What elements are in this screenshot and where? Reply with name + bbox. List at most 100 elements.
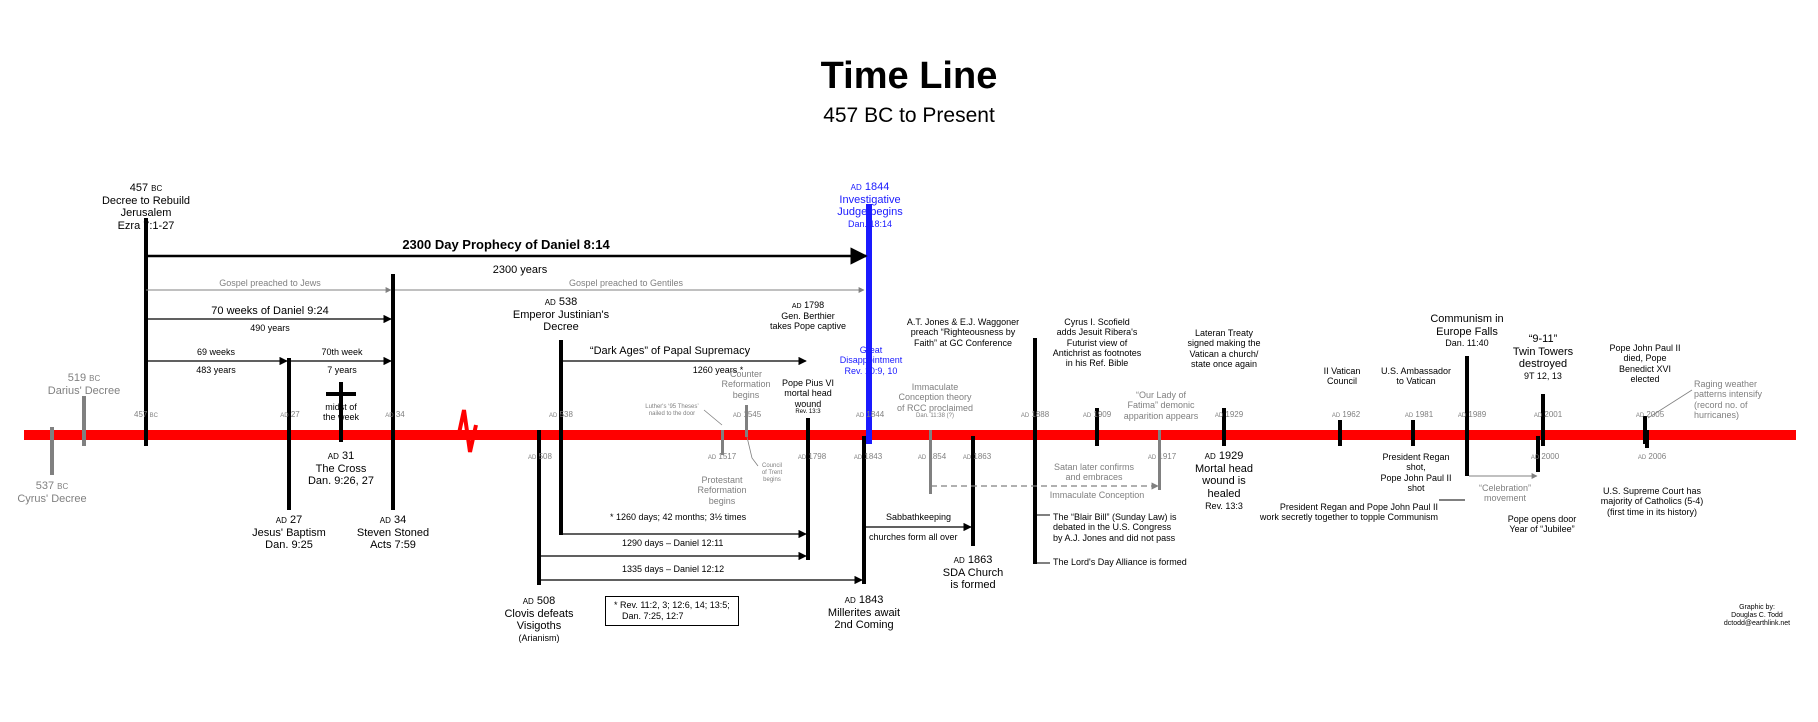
- sabbath-label-2: churches form all over: [869, 532, 958, 542]
- cyrus-label: 537 BC Cyrus' Decree: [17, 480, 87, 505]
- tick-ad508: [537, 430, 541, 585]
- axis-label-ad27: AD 27: [280, 410, 300, 419]
- tick-ad34: [391, 274, 395, 510]
- axis-label-ad1545: AD 1545: [732, 410, 762, 419]
- weather-pointer: [1647, 389, 1693, 419]
- tick-ad1909: [1095, 408, 1099, 446]
- tick-ad2000: [1536, 436, 1540, 472]
- axis-label-ad1854: AD 1854: [917, 452, 947, 461]
- tick-ad1844-blue: [866, 204, 872, 444]
- gospel-gentiles-label: Gospel preached to Gentiles: [568, 278, 684, 288]
- tick-ad1545: [745, 405, 748, 437]
- page-subtitle: 457 BC to Present: [823, 104, 995, 127]
- justinian-label: AD 538 Emperor Justinian's Decree: [512, 296, 610, 334]
- sixtynine-weeks-label: 69 weeks: [196, 347, 236, 357]
- tick-ad1843: [862, 436, 866, 584]
- tick-ad1854: [929, 430, 932, 494]
- references-box: * Rev. 11:2, 3; 12:6, 14; 13:5; Dan. 7:2…: [605, 596, 739, 626]
- tick-519bc: [82, 396, 86, 446]
- tick-ad2001: [1541, 394, 1545, 446]
- axis-label-ad1517: AD 1517: [707, 452, 737, 461]
- seventieth-week-label: 70th week: [321, 347, 363, 357]
- investigative-label: AD 1844 Investigative Judge begins Dan. …: [837, 181, 903, 229]
- axis-label-ad1888: AD 1888: [1020, 410, 1050, 419]
- gospel-jews-label: Gospel preached to Jews: [219, 278, 321, 288]
- tick-ad1929: [1222, 408, 1226, 446]
- tick-ad1962: [1338, 420, 1342, 446]
- tick-457bc: [144, 218, 148, 446]
- axis-label-ad1962: AD 1962: [1331, 410, 1361, 419]
- tick-ad1517: [721, 430, 724, 455]
- cross-label: AD 31 The Cross Dan. 9:26, 27: [307, 450, 375, 488]
- days-1260-label: * 1260 days; 42 months; 3½ times: [610, 512, 747, 522]
- baptism-label: AD 27 Jesus' Baptism Dan. 9:25: [252, 514, 326, 552]
- stoned-label: AD 34 Steven Stoned Acts 7:59: [356, 514, 430, 552]
- luther-label: Luther's ‘95 Theses’nailed to the door: [645, 404, 699, 417]
- tick-ad27: [287, 358, 291, 510]
- axis-label-457bc: 457 BC: [134, 410, 158, 419]
- axis-label-ad538: AD 538: [549, 410, 573, 419]
- tick-ad1989: [1465, 356, 1469, 476]
- clovis-label: AD 508 Clovis defeats Visigoths (Arianis…: [504, 595, 574, 643]
- tick-ad538: [559, 340, 563, 535]
- seventy-weeks-label: 70 weeks of Daniel 9:24: [211, 305, 329, 317]
- cross-beam: [326, 392, 356, 396]
- axis-label-ad1989: AD 1989: [1457, 410, 1487, 419]
- communism-label: Communism in Europe Falls Dan. 11:40: [1430, 313, 1504, 349]
- great-disappointment-label: Great Disappointment Rev. 10:9, 10: [839, 345, 903, 376]
- days-1290-label: 1290 days – Daniel 12:11: [622, 538, 724, 548]
- luther-pointer: [703, 409, 723, 426]
- axis-label-ad508: AD 508: [528, 452, 552, 461]
- axis-label-ad1909: AD 1909: [1082, 410, 1112, 419]
- sixtynine-weeks-years: 483 years: [196, 365, 236, 375]
- immaculate-label: Immaculate Conception theory of RCC proc…: [896, 382, 974, 420]
- nine-eleven-label: “9-11” Twin Towers destroyed 9T 12, 13: [1512, 333, 1574, 381]
- axis-label-ad34: AD 34: [385, 410, 405, 419]
- celebration-label: “Celebration”movement: [1478, 483, 1532, 504]
- tick-ad1863: [971, 436, 975, 546]
- tick-537bc: [50, 427, 54, 475]
- axis-label-ad1863: AD 1863: [962, 452, 992, 461]
- axis-label-ad1843: AD 1843: [853, 452, 883, 461]
- timeline-break: [456, 409, 478, 453]
- axis-label-ad1929: AD 1929: [1214, 410, 1244, 419]
- tick-ad31: [339, 382, 343, 442]
- decree-457-label: 457 BC Decree to Rebuild Jerusalem Ezra …: [101, 182, 191, 232]
- mortal-wound-1929-label: AD 1929 Mortal head wound is healed Rev.…: [1194, 450, 1254, 511]
- sabbath-label-1: Sabbathkeeping: [886, 512, 952, 522]
- dark-ages-label: “Dark Ages” of Papal Supremacy: [589, 345, 751, 357]
- seventy-weeks-years: 490 years: [250, 323, 290, 333]
- axis-label-ad1981: AD 1981: [1404, 410, 1434, 419]
- timeline-bar: [24, 430, 1796, 440]
- tick-ad1917: [1158, 430, 1161, 490]
- sda-label: AD 1863 SDA Church is formed: [942, 554, 1004, 592]
- tick-ad1981: [1411, 420, 1415, 446]
- axis-label-ad2000: AD 2000: [1530, 452, 1560, 461]
- page-title: Time Line: [820, 55, 998, 97]
- tick-ad1888: [1033, 338, 1037, 564]
- immaculate-conception-label: Immaculate Conception: [1049, 490, 1145, 500]
- prophecy-2300-label: 2300 Day Prophecy of Daniel 8:14: [402, 237, 610, 252]
- axis-label-ad1798: AD 1798: [797, 452, 827, 461]
- prophecy-2300-years: 2300 years: [492, 264, 548, 276]
- berthier-label: AD 1798 Gen. Berthier takes Pope captive: [769, 300, 847, 332]
- trent-pointer: [746, 436, 759, 467]
